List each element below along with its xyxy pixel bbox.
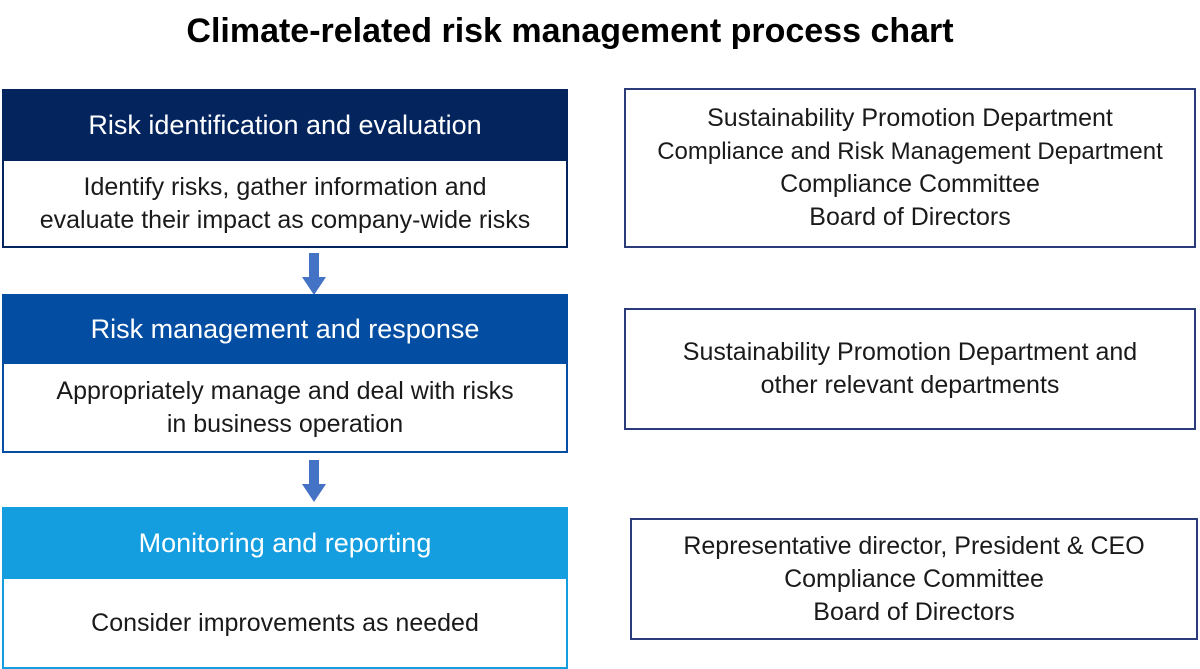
responsible-line: Board of Directors bbox=[813, 597, 1015, 626]
responsible-line: Compliance Committee bbox=[784, 564, 1044, 593]
step-3-description: Consider improvements as needed bbox=[2, 579, 568, 669]
step-1-description-line: Identify risks, gather information and bbox=[83, 172, 487, 201]
step-2-description-line: Appropriately manage and deal with risks bbox=[56, 376, 514, 405]
responsible-box-2: Sustainability Promotion Department and … bbox=[624, 308, 1196, 430]
responsible-line: other relevant departments bbox=[760, 371, 1060, 399]
responsible-line: Board of Directors bbox=[809, 203, 1011, 231]
responsible-box-3: Representative director, President & CEO… bbox=[630, 518, 1198, 640]
responsible-line: Sustainability Promotion Department bbox=[707, 104, 1113, 132]
step-2-description: Appropriately manage and deal with risks… bbox=[2, 364, 568, 453]
step-1-description: Identify risks, gather information and e… bbox=[2, 161, 568, 248]
step-3-description-line: Consider improvements as needed bbox=[91, 608, 479, 637]
responsible-line: Representative director, President & CEO bbox=[683, 531, 1145, 560]
step-1-heading: Risk identification and evaluation bbox=[2, 89, 568, 161]
step-risk-management: Risk management and response Appropriate… bbox=[2, 294, 568, 453]
step-2-heading: Risk management and response bbox=[2, 294, 568, 364]
down-arrow-icon bbox=[302, 460, 326, 502]
responsible-line: Sustainability Promotion Department and bbox=[682, 338, 1138, 366]
step-2-description-line: in business operation bbox=[166, 409, 404, 438]
arrow-shape bbox=[302, 253, 326, 295]
responsible-line: Compliance Committee bbox=[780, 170, 1040, 198]
responsible-line: Compliance and Risk Management Departmen… bbox=[657, 138, 1163, 165]
down-arrow-icon bbox=[302, 253, 326, 295]
step-risk-identification: Risk identification and evaluation Ident… bbox=[2, 89, 568, 248]
responsible-box-1: Sustainability Promotion Department Comp… bbox=[624, 88, 1196, 248]
chart-title: Climate-related risk management process … bbox=[186, 12, 954, 50]
step-3-heading: Monitoring and reporting bbox=[2, 507, 568, 579]
step-monitoring: Monitoring and reporting Consider improv… bbox=[2, 507, 568, 669]
step-1-description-line: evaluate their impact as company-wide ri… bbox=[39, 205, 531, 234]
arrow-shape bbox=[302, 460, 326, 502]
